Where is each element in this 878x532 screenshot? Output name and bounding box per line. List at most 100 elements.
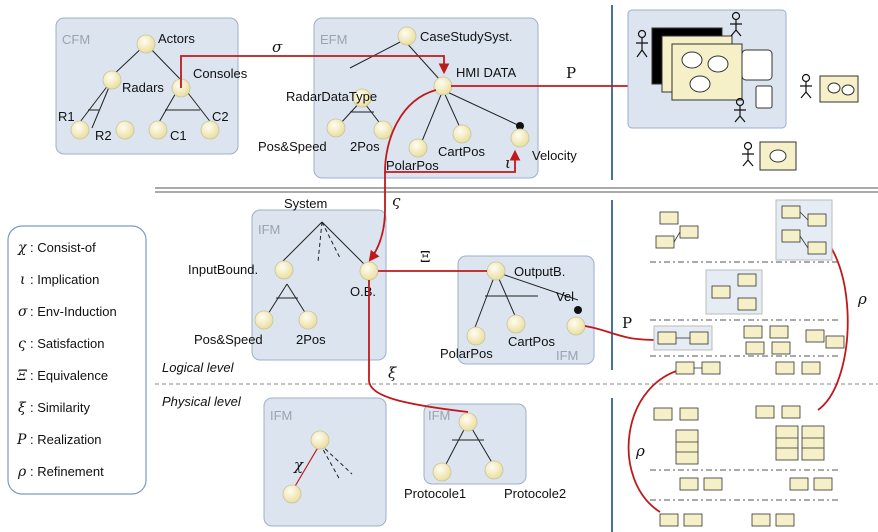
ifm-root-edges (279, 221, 371, 271)
ifm-polar-pos-label: PolarPos (440, 346, 493, 361)
iota-relation (384, 89, 521, 173)
document-icon (755, 85, 773, 109)
radar-data-type-node (352, 88, 372, 108)
two-pos-node (373, 120, 393, 140)
protocole2-node (484, 460, 504, 480)
physical-level-label: Physical level (162, 394, 242, 409)
legend-label-1: : Implication (30, 272, 99, 287)
output-b-node (486, 261, 506, 281)
actors-label: Actors (158, 31, 195, 46)
ifm-pos-speed-label: Pos&Speed (194, 332, 263, 347)
chi-symbol: χ (293, 456, 304, 474)
legend-label-5: : Similarity (30, 400, 90, 415)
system-illustration (627, 9, 787, 129)
screen-front (671, 43, 743, 101)
legend-symbol-2: σ (18, 304, 28, 320)
ifm-input-edges (267, 283, 307, 315)
hmi-data-label: HMI DATA (456, 65, 517, 80)
mini-diagram-3 (705, 269, 763, 315)
p-mid-relation (584, 325, 655, 341)
legend-box (7, 225, 147, 495)
ifm-physical-child-node (282, 484, 302, 504)
vel-node (566, 316, 586, 336)
rho-left-symbol: ρ (635, 442, 645, 460)
component-diagrams (650, 199, 845, 527)
ifm-logical-panel: IFM System InputBound. O.B. Pos&Speed 2P… (188, 196, 387, 361)
iota-symbol: ι (505, 154, 511, 172)
mini-diagram-11 (679, 477, 833, 491)
mini-diagram-2 (775, 199, 833, 261)
ob-label: O.B. (350, 284, 376, 299)
xi-upper-symbol: Ξ (420, 248, 431, 266)
pos-speed-node (326, 118, 346, 138)
rho-right-symbol: ρ (857, 290, 867, 308)
ifm-physical-dashed-edges (319, 443, 353, 481)
ifm-output-panel-title: IFM (556, 348, 578, 363)
mini-diagram-12 (659, 513, 795, 527)
protocole1-label: Protocole1 (404, 486, 466, 501)
ifm-physical-root-node (310, 430, 330, 450)
legend-label-2: : Env-Induction (30, 304, 117, 319)
pos-speed-label: Pos&Speed (258, 139, 327, 154)
legend-symbol-4: Ξ (16, 368, 27, 384)
mini-diagram-8 (775, 361, 821, 375)
r2-node (115, 120, 135, 140)
protocole1-node (432, 462, 452, 482)
hmi-data-node (433, 76, 453, 96)
c1-label: C1 (170, 128, 187, 143)
protocole2-label: Protocole2 (504, 486, 566, 501)
mini-diagram-6 (805, 329, 845, 349)
r1-node (70, 120, 90, 140)
input-bound-node (274, 260, 294, 280)
p-top-symbol: P (566, 64, 576, 82)
mini-diagram-5 (743, 325, 791, 355)
rho-left-relation (627, 367, 689, 513)
ifm-logical-panel-title: IFM (258, 222, 280, 237)
legend-label-3: : Satisfaction (30, 336, 104, 351)
radars-label: Radars (122, 80, 164, 95)
cfm-panel-box (55, 17, 239, 155)
polar-pos-label: PolarPos (386, 158, 439, 173)
legend-symbol-1: ι (20, 272, 26, 288)
ifm-pos-speed-node (254, 310, 274, 330)
ifm-physical-right-panel: IFM Protocole1 Protocole2 (404, 403, 566, 501)
c2-node (200, 120, 220, 140)
logical-level-label: Logical level (162, 360, 235, 375)
ifm-physical-left-panel: IFM χ (263, 397, 387, 527)
system-label: System (284, 196, 327, 211)
mini-diagram-1 (655, 211, 699, 249)
velocity-label: Velocity (532, 148, 577, 163)
ifm-two-pos-label: 2Pos (296, 332, 326, 347)
legend-symbol-6: P (16, 432, 27, 448)
p-mid-symbol: P (622, 314, 632, 332)
legend-label-4: : Equivalence (30, 368, 108, 383)
two-pos-label: 2Pos (350, 139, 380, 154)
varsigma-relation (368, 172, 386, 262)
legend-symbol-0: χ (17, 240, 28, 256)
case-study-label: CaseStudySyst. (420, 29, 513, 44)
c1-node (148, 120, 168, 140)
legend-label-0: : Consist-of (30, 240, 96, 255)
xi-lower-relation (368, 280, 469, 413)
c2-label: C2 (212, 109, 229, 124)
velocity-node (510, 128, 530, 148)
output-b-label: OutputB. (514, 264, 565, 279)
efm-hmi-edges (419, 89, 521, 147)
legend-label-7: : Refinement (30, 464, 104, 479)
actor-figure-3 (734, 97, 746, 123)
mini-diagram-4 (653, 325, 713, 351)
ifm-logical-panel-box (251, 209, 387, 361)
ifm-cart-pos-node (506, 314, 526, 334)
screen-ellipse-3 (689, 75, 711, 93)
cfm-panel: CFM Actors Radars Consoles R1 R2 C1 C2 (55, 17, 248, 155)
cart-pos-label: CartPos (438, 144, 485, 159)
sigma-symbol: σ (272, 38, 283, 56)
actor-figure-1 (636, 29, 648, 58)
radar-data-type-label: RadarDataType (286, 89, 377, 104)
screen-ellipse-2 (707, 55, 729, 73)
legend-label-6: : Realization (30, 432, 102, 447)
actor-console-icon-2 (742, 141, 797, 171)
actor-console-icon-1 (800, 73, 859, 103)
polar-pos-node (408, 138, 428, 158)
